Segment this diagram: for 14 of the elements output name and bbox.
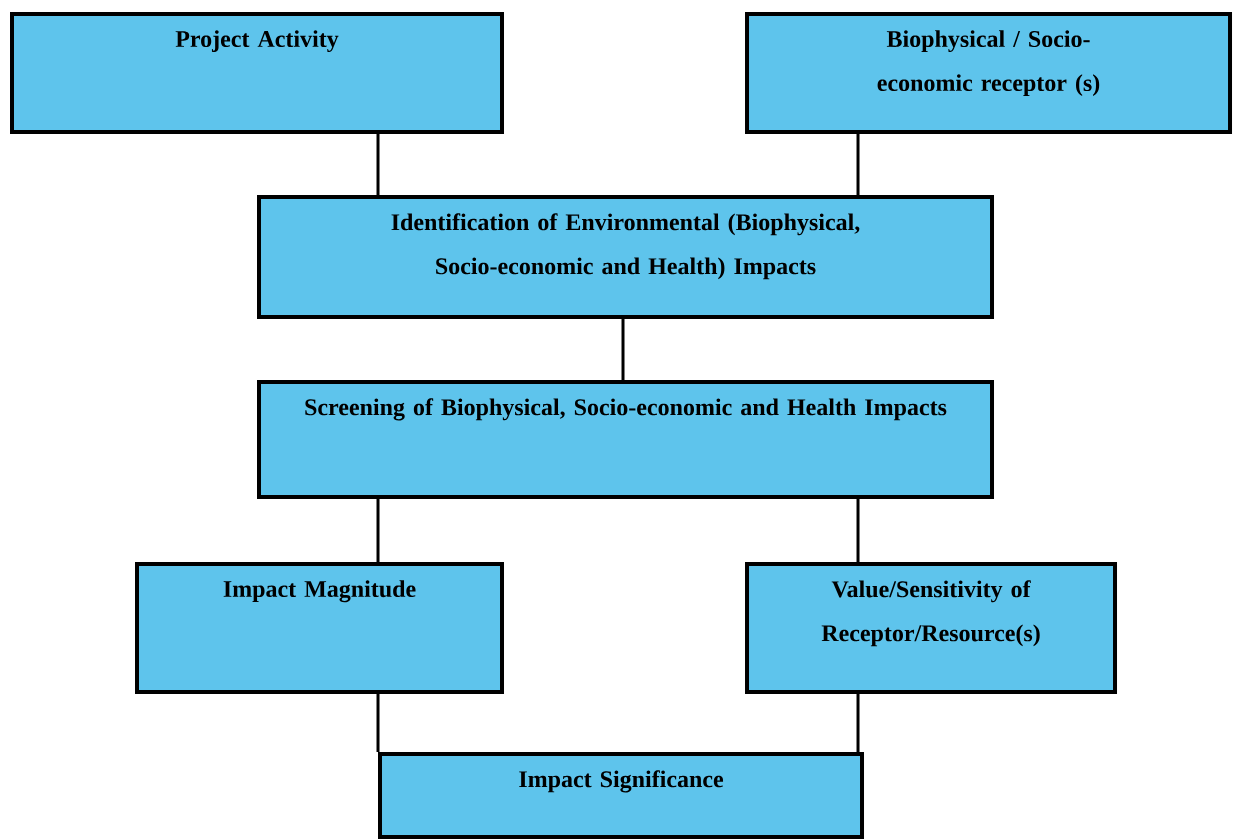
connector-line bbox=[376, 694, 380, 752]
process-box: Biophysical / Socio-economic receptor (s) bbox=[745, 12, 1232, 134]
process-box: Impact Significance bbox=[378, 752, 864, 839]
connector-line bbox=[856, 499, 860, 562]
process-box: Project Activity bbox=[10, 12, 504, 134]
connector-line bbox=[856, 694, 860, 752]
connector-line bbox=[856, 134, 860, 195]
process-box: Screening of Biophysical, Socio-economic and Health Impacts bbox=[257, 380, 994, 499]
process-box: Impact Magnitude bbox=[135, 562, 504, 694]
process-box: Value/Sensitivity of Receptor/Resource(s) bbox=[745, 562, 1117, 694]
connector-line bbox=[376, 499, 380, 562]
process-box: Identification of Environmental (Biophysical, Socio-economic and Health) Impacts bbox=[257, 195, 994, 319]
connector-line bbox=[621, 319, 625, 380]
connector-line bbox=[376, 134, 380, 195]
